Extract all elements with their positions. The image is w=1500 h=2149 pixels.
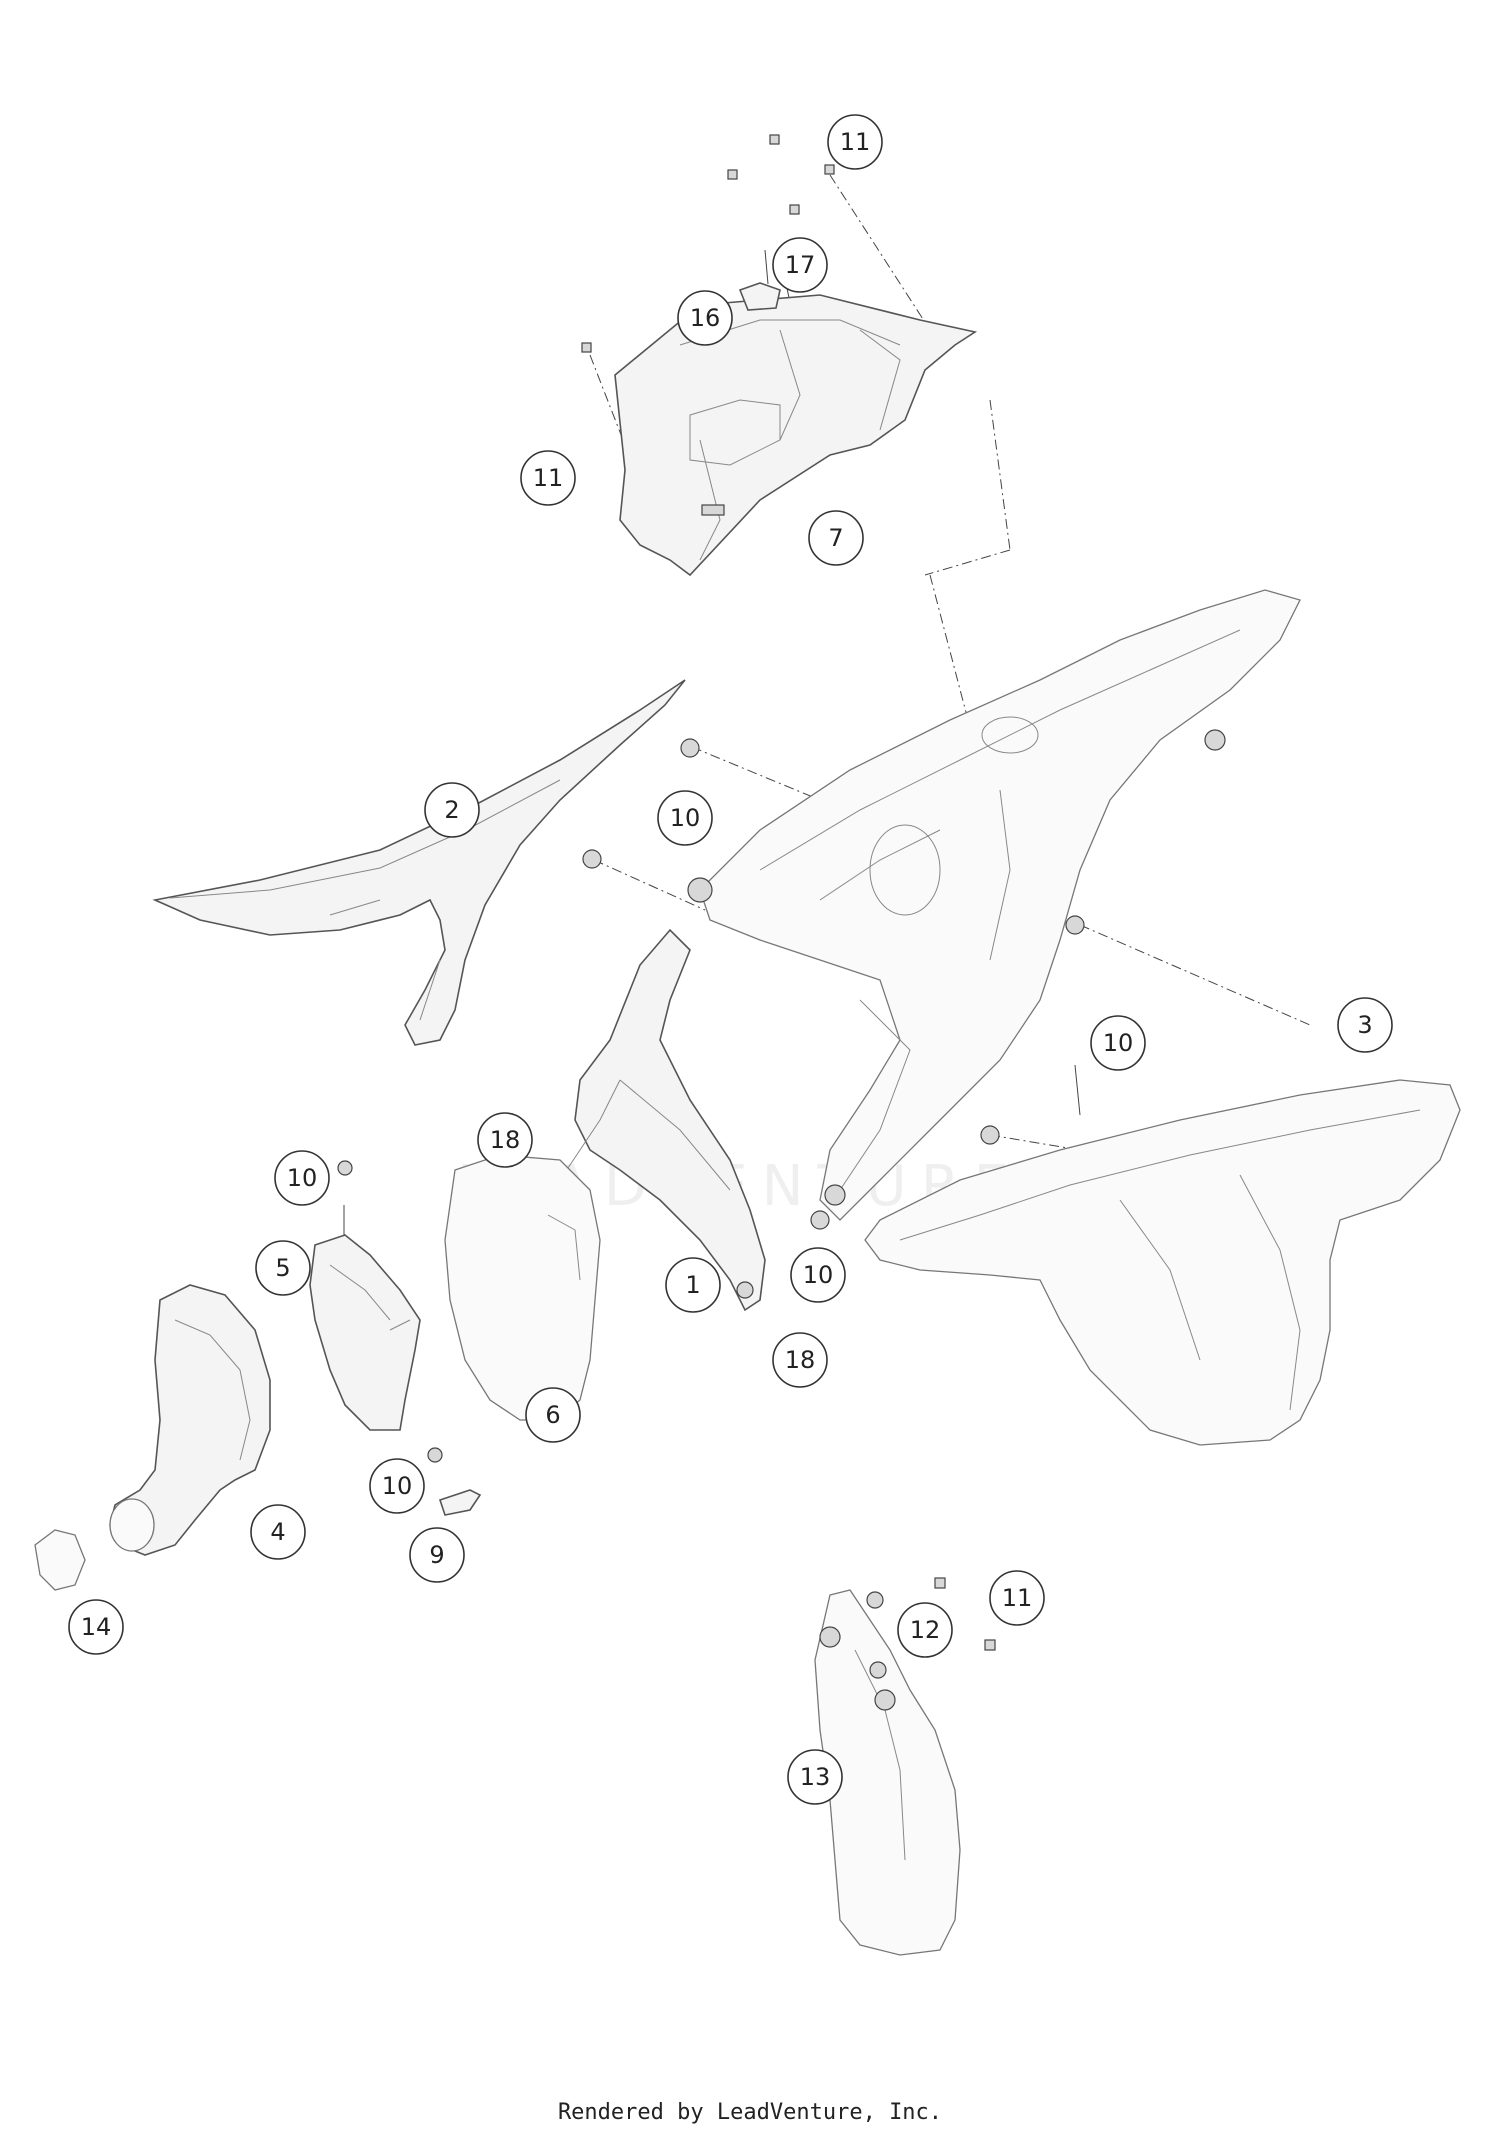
- svg-text:13: 13: [800, 1763, 831, 1791]
- callout-9: 9: [409, 1527, 465, 1583]
- svg-text:11: 11: [840, 128, 871, 156]
- callout-12: 12: [897, 1602, 953, 1658]
- callout-4: 4: [250, 1504, 306, 1560]
- top-fasteners: [581, 134, 835, 353]
- svg-text:1: 1: [685, 1271, 700, 1299]
- callout-10: 10: [274, 1150, 330, 1206]
- callout-7: 7: [808, 510, 864, 566]
- svg-text:11: 11: [533, 464, 564, 492]
- svg-text:10: 10: [670, 804, 701, 832]
- callout-2: 2: [424, 782, 480, 838]
- svg-text:10: 10: [1103, 1029, 1134, 1057]
- svg-text:12: 12: [910, 1616, 941, 1644]
- callout-13: 13: [787, 1749, 843, 1805]
- part-rear-fender-subframe: [687, 589, 1301, 1221]
- part-6-number-plate: [444, 1154, 601, 1421]
- bottom-fasteners: [866, 1577, 996, 1679]
- svg-text:10: 10: [803, 1261, 834, 1289]
- callout-3: 3: [1337, 997, 1393, 1053]
- callout-10: 10: [657, 790, 713, 846]
- svg-text:7: 7: [828, 524, 843, 552]
- callouts: 11 17 16 11 7 2 10 3 10 18 10 5 1 10 18: [68, 114, 1393, 1805]
- part-3-radiator-shroud: [864, 1079, 1461, 1446]
- svg-text:9: 9: [429, 1541, 444, 1569]
- svg-text:3: 3: [1357, 1011, 1372, 1039]
- svg-text:10: 10: [382, 1472, 413, 1500]
- svg-text:11: 11: [1002, 1584, 1033, 1612]
- nut-hardware: [337, 738, 1085, 1463]
- callout-5: 5: [255, 1240, 311, 1296]
- svg-text:6: 6: [545, 1401, 560, 1429]
- callout-18: 18: [477, 1112, 533, 1168]
- svg-text:2: 2: [444, 796, 459, 824]
- svg-text:18: 18: [785, 1346, 816, 1374]
- callout-10: 10: [790, 1247, 846, 1303]
- part-14-clamp: [34, 1529, 86, 1591]
- part-4-airbox: [109, 1284, 271, 1556]
- part-9-spring: [438, 1489, 482, 1516]
- svg-text:17: 17: [785, 251, 816, 279]
- svg-text:18: 18: [490, 1126, 521, 1154]
- callout-11: 11: [989, 1570, 1045, 1626]
- svg-text:4: 4: [270, 1518, 285, 1546]
- part-5-air-filter-cage: [309, 1205, 421, 1431]
- callout-18: 18: [772, 1332, 828, 1388]
- callout-1: 1: [665, 1257, 721, 1313]
- callout-14: 14: [68, 1599, 124, 1655]
- svg-text:14: 14: [81, 1613, 112, 1641]
- part-1-bracket: [559, 928, 766, 1312]
- callout-10: 10: [369, 1458, 425, 1514]
- callout-10: 10: [1090, 1015, 1146, 1071]
- svg-text:16: 16: [690, 304, 721, 332]
- callout-17: 17: [772, 237, 828, 293]
- part-2-side-panel: [152, 679, 686, 1046]
- part-7-tail-bracket: [614, 294, 978, 577]
- svg-text:5: 5: [275, 1254, 290, 1282]
- callout-11: 11: [520, 450, 576, 506]
- callout-6: 6: [525, 1387, 581, 1443]
- callout-16: 16: [677, 290, 733, 346]
- callout-11: 11: [827, 114, 883, 170]
- svg-text:10: 10: [287, 1164, 318, 1192]
- render-credit: Rendered by LeadVenture, Inc.: [557, 2100, 943, 2125]
- part-16-clip: [738, 249, 781, 311]
